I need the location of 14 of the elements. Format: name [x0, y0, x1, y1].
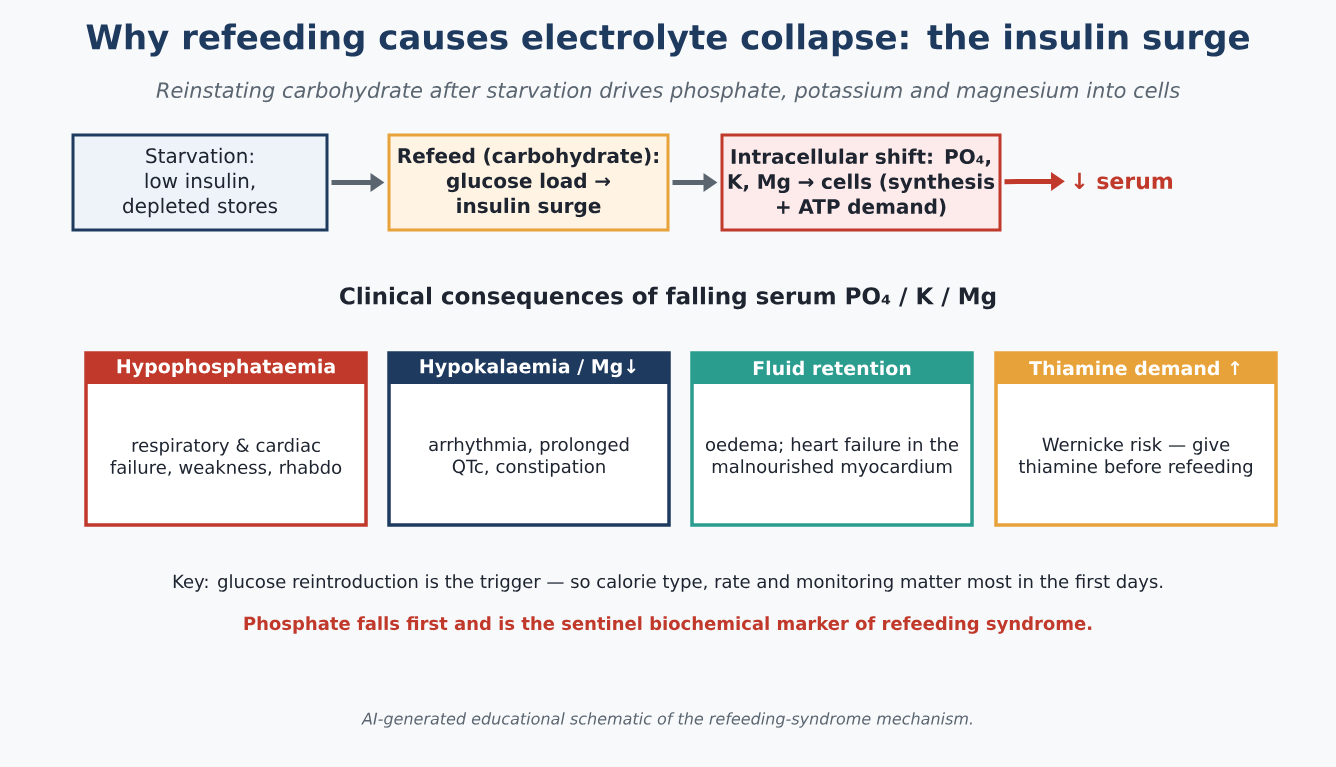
info-card: Hypophosphataemia respiratory & cardiac failure, weakness, rhabdo: [84, 351, 368, 527]
info-card: Fluid retention oedema; heart failure in the malnourished myocardium: [690, 351, 974, 527]
process-box: Refeed (carbohydrate): glucose load → insulin surge: [387, 133, 670, 232]
highlight-note: Phosphate falls first and is the sentinel biochemical marker of refeeding syndrome.: [244, 616, 1092, 634]
result-text: ↓ serum: [1074, 172, 1173, 190]
key-note: Key: glucose reintroduction is the trigger — so calorie type, rate and monitoring matter most in the first days.: [173, 574, 1163, 592]
process-box: Intracellular shift: PO₄, K, Mg → cells (synthesis + ATP demand): [720, 133, 1002, 232]
info-card: Hypokalaemia / Mg↓ arrhythmia, prolonged QTc, constipation: [387, 351, 671, 527]
process-box: Starvation: low insulin, depleted stores: [71, 133, 329, 232]
title: Why refeeding causes electrolyte collapse: the insulin surge: [86, 23, 1249, 57]
subtitle: Reinstating carbohydrate after starvation drives phosphate, potassium and magnesium into cells: [156, 81, 1180, 103]
info-card: Thiamine demand ↑ Wernicke risk — give thiamine before refeeding: [994, 351, 1278, 527]
caption: AI-generated educational schematic of the refeeding-syndrome mechanism.: [361, 712, 972, 728]
section-heading: Clinical consequences of falling serum PO₄ / K / Mg: [340, 286, 996, 310]
